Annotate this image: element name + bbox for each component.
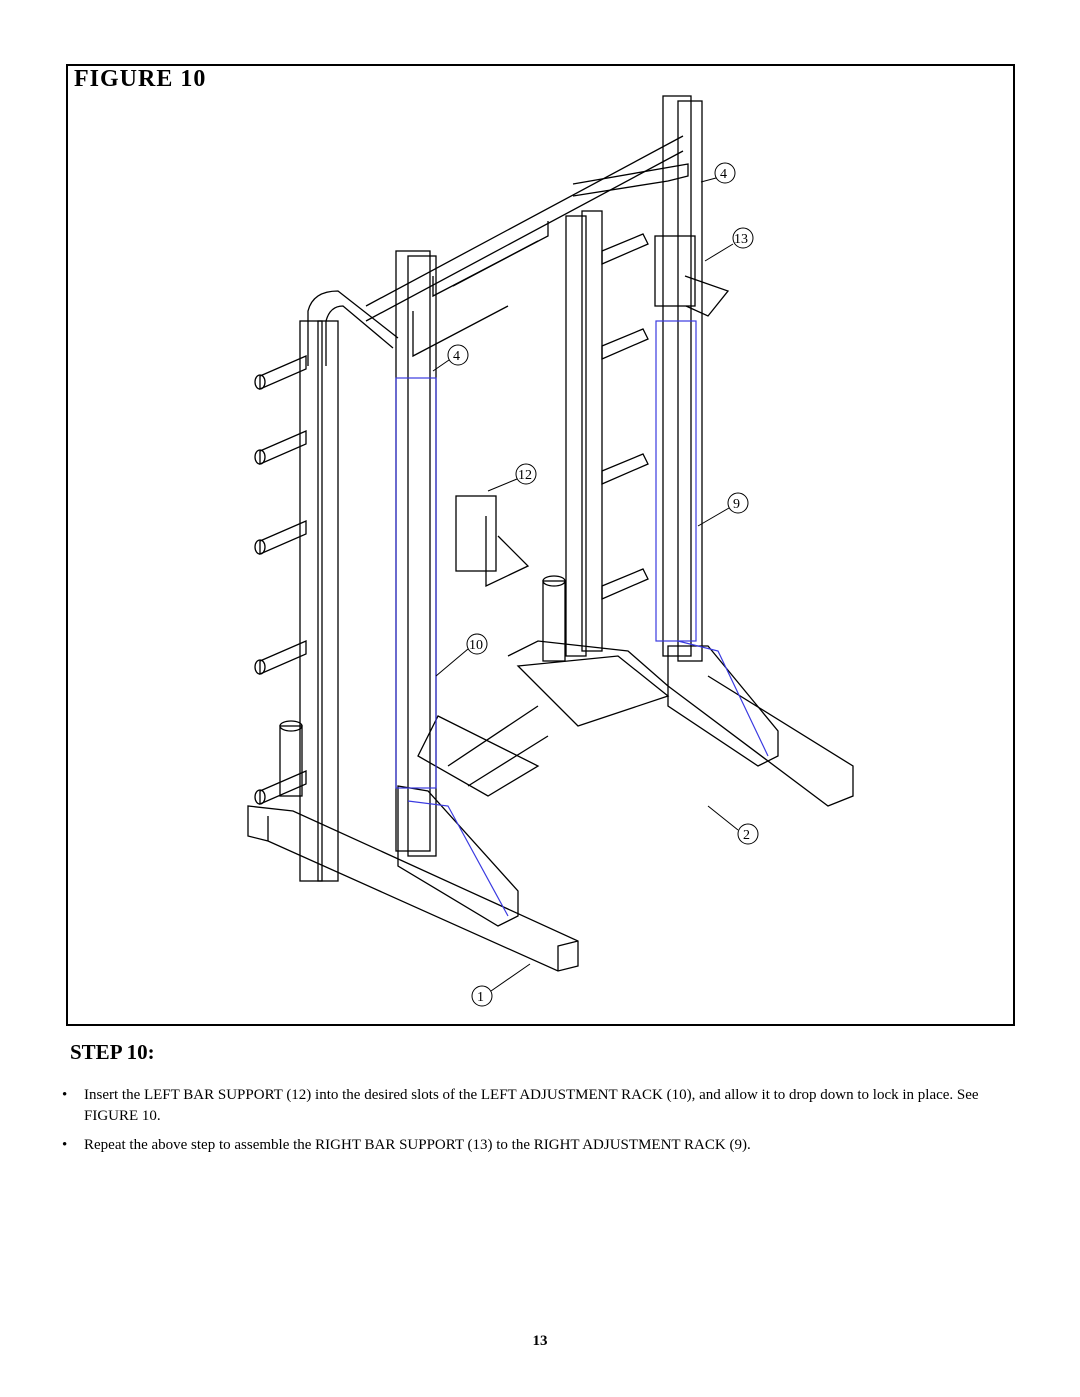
- page-number: 13: [532, 1333, 548, 1349]
- bullet-symbol: •: [62, 1087, 68, 1103]
- right-brace: [667, 645, 779, 767]
- right-upright: [662, 95, 692, 657]
- callout-12: 12: [518, 468, 532, 483]
- bullet-symbol: •: [62, 1137, 68, 1153]
- left-base: [247, 805, 579, 972]
- figure-frame: [66, 64, 1015, 1026]
- figure-title: FIGURE 10: [74, 66, 207, 92]
- instruction-bullet: • Insert the LEFT BAR SUPPORT (12) into …: [62, 1085, 1032, 1129]
- right-bar-support: [654, 235, 696, 307]
- rear-pullup-bar: [572, 163, 689, 197]
- left-rear-post: [299, 320, 323, 882]
- right-adjustment-rack: [655, 320, 697, 642]
- callout-9: 9: [733, 497, 740, 512]
- callout-4-top: 4: [720, 167, 727, 182]
- callout-10: 10: [469, 638, 483, 653]
- center-platform: [516, 655, 670, 727]
- callout-13: 13: [734, 232, 748, 247]
- callout-1: 1: [477, 990, 484, 1005]
- weight-horns-middle: [601, 233, 649, 600]
- instruction-text: Insert the LEFT BAR SUPPORT (12) into th…: [84, 1087, 979, 1124]
- step-heading: STEP 10:: [70, 1040, 155, 1064]
- power-rack-diagram: 4 13 4 12 9 10 2 1: [247, 95, 854, 1007]
- lower-platform: [417, 715, 540, 797]
- callout-2: 2: [743, 828, 750, 843]
- bar-holder-left: [279, 725, 303, 797]
- callouts: 4 13 4 12 9 10 2 1: [432, 162, 759, 1007]
- top-crossbar: [365, 135, 684, 322]
- callout-4-left: 4: [453, 349, 460, 364]
- right-base: [667, 675, 854, 807]
- left-adjustment-rack: [395, 377, 437, 789]
- instruction-bullet: • Repeat the above step to assemble the …: [62, 1135, 1032, 1157]
- rear-middle-post: [565, 215, 587, 657]
- left-bar-support: [455, 495, 497, 572]
- instruction-text: Repeat the above step to assemble the RI…: [84, 1137, 751, 1153]
- weight-horns-left: [254, 355, 307, 805]
- left-brace: [397, 785, 519, 927]
